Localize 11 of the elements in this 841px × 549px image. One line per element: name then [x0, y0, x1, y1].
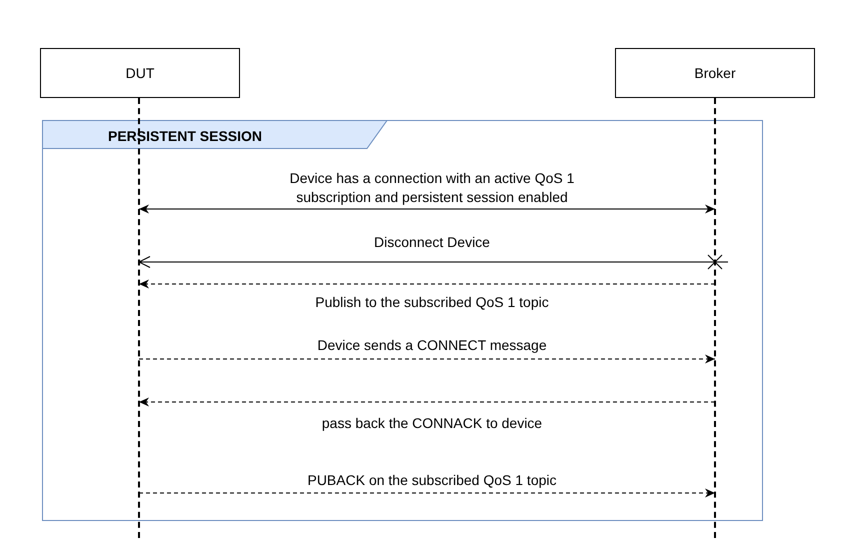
message-arrow — [138, 204, 716, 214]
message-arrow — [138, 488, 716, 498]
message-arrow — [138, 354, 716, 364]
message-arrow — [138, 398, 716, 406]
frame-title: PERSISTENT SESSION — [108, 127, 262, 146]
message-arrow — [138, 280, 716, 288]
lifeline — [714, 98, 716, 538]
participant-box: Broker — [615, 48, 815, 98]
lifeline — [138, 98, 140, 538]
participant-box: DUT — [40, 48, 240, 98]
message-arrow — [138, 256, 716, 268]
